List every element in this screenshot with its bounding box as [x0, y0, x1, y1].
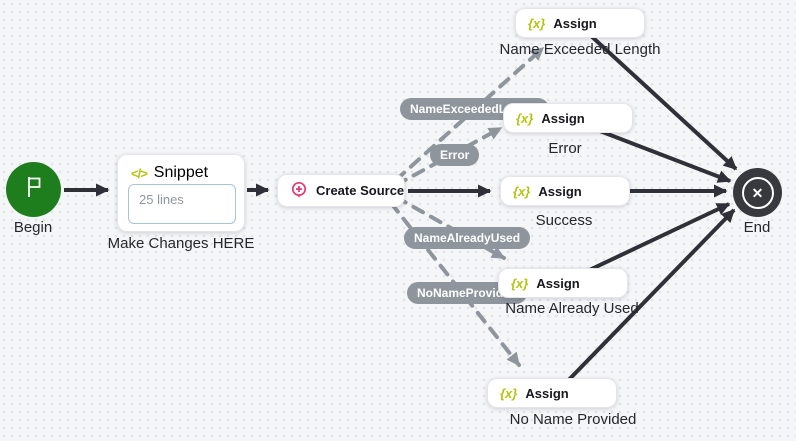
edge-label-name-already-used[interactable]: NameAlreadyUsed — [404, 227, 531, 250]
snippet-code-box[interactable]: 25 lines — [128, 184, 236, 224]
x-circle-icon: ✕ — [741, 176, 774, 209]
assign-caption-success: Success — [535, 212, 593, 229]
assign-icon: {x} — [511, 275, 529, 291]
assign-icon: {x} — [500, 385, 518, 401]
assign-caption-error: Error — [548, 140, 582, 157]
edge-nameexceeded-end[interactable] — [575, 21, 738, 171]
assign-node-error[interactable]: {x} Assign — [503, 103, 633, 133]
end-label: End — [743, 219, 771, 236]
assign-node-success[interactable]: {x} Assign — [500, 176, 630, 206]
edge-label-no-name-provided[interactable]: NoNameProvided — [407, 282, 528, 305]
snippet-node[interactable]: </> Snippet 25 lines — [117, 154, 245, 232]
create-source-node[interactable]: Create Source — [277, 174, 405, 207]
assign-node-name-already-used[interactable]: {x} Assign — [498, 268, 628, 298]
assign-icon: {x} — [528, 15, 546, 31]
assign-caption-name-exceeded: Name Exceeded Length — [499, 41, 661, 58]
edge-nonameprovided-end[interactable] — [554, 208, 736, 395]
assign-title: Assign — [536, 275, 580, 291]
pin-plus-icon — [290, 181, 308, 200]
edge-label-error[interactable]: Error — [430, 144, 480, 167]
assign-caption-name-already-used: Name Already Used — [505, 300, 639, 317]
snippet-caption: Make Changes HERE — [107, 235, 255, 252]
assign-title: Assign — [553, 15, 597, 31]
assign-caption-no-name-provided: No Name Provided — [509, 411, 637, 428]
assign-title: Assign — [525, 385, 569, 401]
begin-label: Begin — [13, 219, 53, 236]
end-node[interactable]: ✕ — [733, 168, 782, 217]
assign-node-no-name-provided[interactable]: {x} Assign — [487, 378, 617, 408]
assign-title: Assign — [541, 110, 585, 126]
assign-node-name-exceeded[interactable]: {x} Assign — [515, 8, 645, 38]
create-source-title: Create Source — [316, 183, 405, 198]
code-icon: </> — [131, 165, 148, 181]
assign-title: Assign — [538, 183, 582, 199]
flag-icon — [23, 175, 45, 204]
assign-icon: {x} — [513, 183, 531, 199]
assign-icon: {x} — [516, 110, 534, 126]
snippet-title: Snippet — [153, 164, 209, 181]
begin-node[interactable] — [6, 162, 61, 217]
